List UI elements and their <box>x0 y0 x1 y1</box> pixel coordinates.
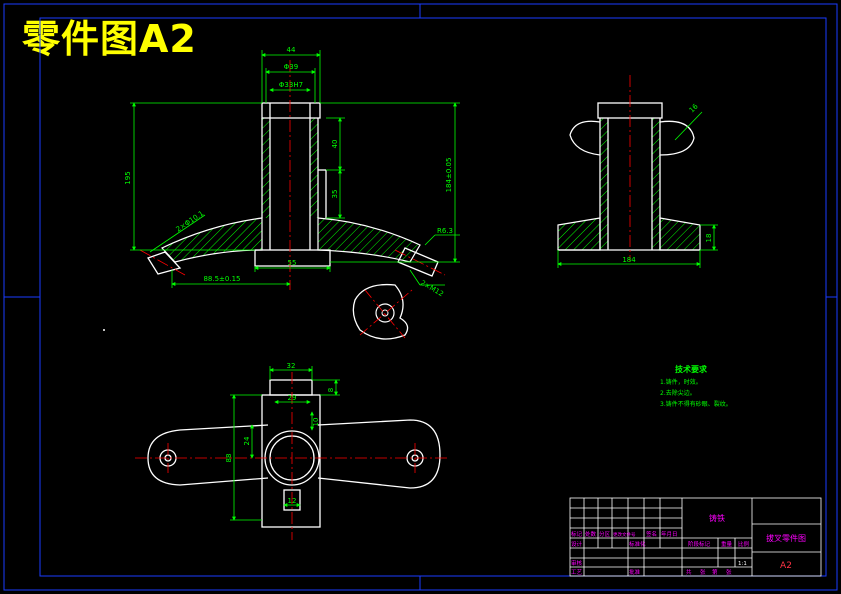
front-view: 44 Φ39 Φ33H7 195 184±0.05 40 35 55 88.5±… <box>124 46 460 298</box>
tb-label-zone: 分区 <box>599 530 611 538</box>
front-hatch-left <box>161 217 263 263</box>
dim-top-10: 10 <box>312 418 320 427</box>
notes-heading: 技术要求 <box>675 364 708 374</box>
outer-frame <box>3 3 838 591</box>
page-title: 零件图A2 <box>22 17 197 61</box>
tb-label-sheet: 张 <box>726 568 732 576</box>
tb-label-total: 共 <box>686 568 692 576</box>
dim-top-8: 8 <box>327 388 335 392</box>
dim-top-29: 29 <box>288 394 297 402</box>
tb-material: 铸铁 <box>709 513 725 523</box>
tb-label-standard: 标准化 <box>629 540 646 548</box>
tb-label-sheets: 张 <box>700 568 706 576</box>
dim-35: 35 <box>331 190 339 199</box>
technical-notes: 技术要求 1.铸件，时效。 2.去除尖边。 3.铸件不得有砂眼、裂纹。 <box>660 364 732 408</box>
tb-label-design: 设计 <box>571 540 583 548</box>
dim-side-width: 184 <box>622 256 636 264</box>
notes-line-2: 2.去除尖边。 <box>660 389 696 397</box>
tb-part-name: 拔叉零件图 <box>766 533 806 543</box>
dim-base-width: 55 <box>288 259 297 267</box>
dim-top-12: 12 <box>288 497 297 505</box>
top-view: 32 8 29 88 24 10 12 <box>135 362 450 540</box>
dim-right-height: 184±0.05 <box>445 158 453 193</box>
dim-bore-inner: Φ33H7 <box>279 81 303 89</box>
tb-label-weight: 重量 <box>721 540 733 548</box>
dim-40: 40 <box>331 140 339 149</box>
dim-top-32: 32 <box>287 362 296 370</box>
tb-sheet-size: A2 <box>780 561 792 571</box>
rotated-section <box>352 283 413 340</box>
tb-label-sheet-no: 第 <box>712 568 718 576</box>
dim-left-hole: 2×Φ10.1 <box>175 209 206 233</box>
dim-bore-outer: Φ39 <box>284 63 298 71</box>
dim-top-24: 24 <box>243 436 251 445</box>
dim-radius: R6.3 <box>437 227 453 235</box>
tb-label-review: 审核 <box>571 559 583 567</box>
notes-line-3: 3.铸件不得有砂眼、裂纹。 <box>660 400 732 408</box>
tb-label-count: 处数 <box>585 530 597 538</box>
notes-line-1: 1.铸件，时效。 <box>660 378 702 386</box>
dim-top-width: 44 <box>287 46 296 54</box>
front-hatch-right <box>317 217 421 263</box>
dim-offset: 88.5±0.15 <box>203 275 240 283</box>
title-block: 标记 处数 分区 更改文件号 签名 年月日 设计 审核 工艺 标准化 批准 阶段… <box>569 497 822 577</box>
dim-total-height: 195 <box>124 171 132 184</box>
tb-label-approve: 批准 <box>629 568 641 576</box>
tb-label-stage: 阶段标记 <box>688 540 711 548</box>
tb-scale-value: 1:1 <box>738 561 747 567</box>
tb-label-process: 工艺 <box>571 569 583 576</box>
tb-label-scale: 比例 <box>738 540 750 548</box>
dim-right-hole: 2×M12 <box>419 279 445 299</box>
dim-side-base-height: 18 <box>705 234 713 243</box>
tb-label-date: 年月日 <box>661 530 678 538</box>
tb-label-sign: 签名 <box>646 530 657 538</box>
tb-label-change: 更改文件号 <box>613 531 636 538</box>
tb-label-mark: 标记 <box>571 530 583 538</box>
side-view: 184 18 16 <box>557 75 718 268</box>
dim-side-radius: 16 <box>688 102 700 114</box>
dim-top-88: 88 <box>225 454 233 463</box>
